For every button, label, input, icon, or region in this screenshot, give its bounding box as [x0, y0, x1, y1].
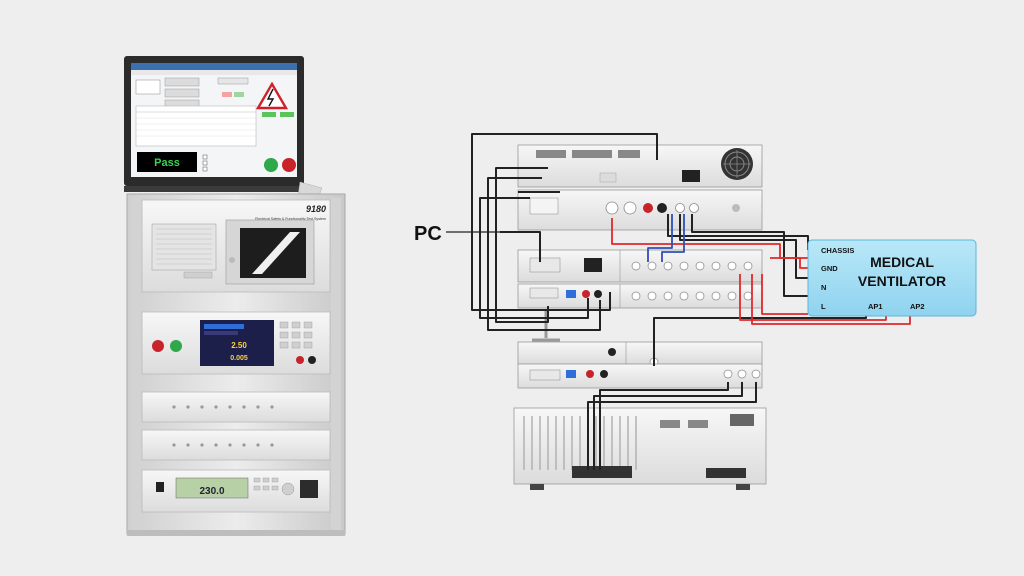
terminal-l: L: [821, 302, 826, 311]
monitor: Pass: [124, 56, 304, 192]
instrument-1: [517, 144, 763, 188]
wire-black-n: [691, 214, 808, 297]
model-subtitle: Electrical Safety & Functionality Test S…: [255, 217, 326, 221]
wire-black-pc: [500, 231, 541, 262]
terminal-n: N: [821, 283, 826, 292]
instrument-4: [517, 283, 763, 309]
wire-red-5: [770, 257, 808, 269]
start-button-icon: [264, 158, 278, 172]
instrument-3: [517, 249, 763, 283]
svg-text:230.0: 230.0: [199, 486, 224, 497]
test-system-rack: Pass 9180 Electrical Safety & Functional…: [124, 56, 346, 536]
model-number: 9180: [306, 204, 326, 214]
wire-black-gnd: [679, 214, 808, 279]
speaker-grille: [151, 223, 217, 271]
instrument-6: [517, 363, 763, 389]
terminal-ap1: AP1: [868, 302, 883, 311]
wire-black-3: [471, 133, 658, 311]
instrument-2: [517, 189, 763, 231]
svg-text:2.50: 2.50: [231, 341, 247, 350]
dut-title-line2: VENTILATOR: [858, 273, 946, 289]
medical-ventilator-box: CHASSIS GND N L MEDICAL VENTILATOR AP1 A…: [807, 239, 977, 317]
stop-button-icon: [282, 158, 296, 172]
scanner-panel-2: [141, 429, 331, 461]
wire-black-2: [487, 177, 601, 331]
test-results-table: [135, 105, 257, 147]
wire-black-1: [495, 167, 549, 323]
terminal-gnd: GND: [821, 264, 838, 273]
wire-blue-2: [661, 214, 685, 262]
instrument-stack: [513, 144, 767, 490]
pc-label: PC: [414, 223, 442, 245]
source-lcd: [175, 477, 249, 499]
wire-black-4: [479, 197, 589, 319]
terminal-chassis: CHASSIS: [821, 246, 854, 255]
terminal-ap2: AP2: [910, 302, 925, 311]
wire-blue-1: [647, 214, 673, 262]
wire-black-out-2: [593, 382, 743, 470]
safety-tester-panel: 2.50 0.005: [141, 311, 331, 375]
result-display: [137, 152, 197, 172]
svg-text:0.005: 0.005: [230, 355, 248, 362]
dut-title-line1: MEDICAL: [870, 254, 934, 270]
high-voltage-warning-icon: [255, 81, 289, 110]
pass-result-text: Pass: [154, 157, 180, 169]
ac-source-panel: 230.0: [141, 469, 331, 513]
power-supply: [513, 407, 767, 490]
control-panel-top: 9180 Electrical Safety & Functionality T…: [141, 199, 331, 293]
wire-red-4: [761, 274, 808, 315]
wire-black-out-1: [599, 382, 729, 470]
scanner-panel-1: [141, 391, 331, 423]
wire-black-out-3: [587, 382, 757, 470]
